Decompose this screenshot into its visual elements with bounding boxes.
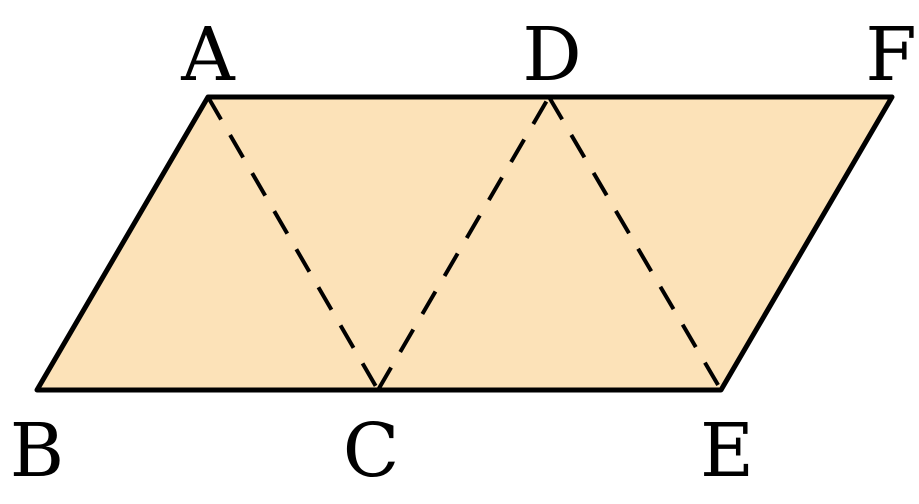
vertex-label-b: B	[10, 408, 64, 494]
vertex-label-c: C	[343, 408, 400, 494]
vertex-label-e: E	[700, 408, 754, 494]
dashed-segment-cd	[376, 95, 551, 392]
parallelogram-abef	[34, 94, 895, 393]
dashed-segment-de	[547, 95, 723, 392]
vertex-label-d: D	[522, 12, 581, 98]
vertex-label-a: A	[180, 12, 236, 98]
dashed-segment-ac	[206, 95, 380, 392]
vertex-label-f: F	[865, 12, 916, 98]
